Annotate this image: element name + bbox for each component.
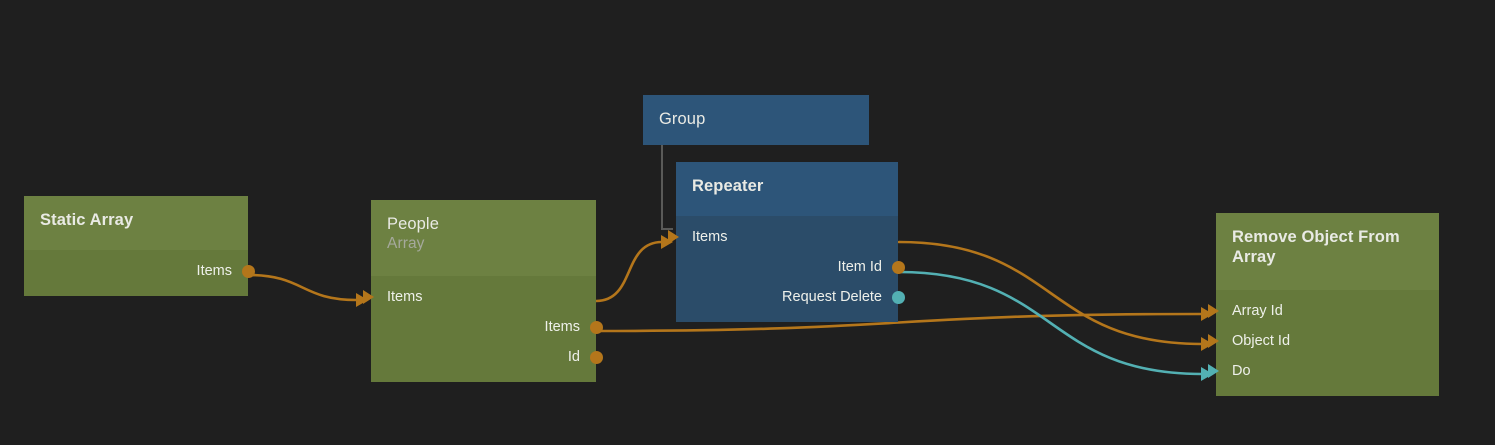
node-title-text: Group <box>659 110 706 128</box>
output-port-label: Items <box>196 263 232 279</box>
input-port-arrow-icon[interactable] <box>1208 304 1219 318</box>
output-port-dot-icon[interactable] <box>589 320 603 334</box>
output-port-row[interactable]: Id <box>371 342 603 372</box>
input-port-row[interactable]: Items <box>363 282 596 312</box>
output-port-dot-icon[interactable] <box>891 260 905 274</box>
node-title-text: Static Array <box>40 211 134 229</box>
input-port-arrow-icon[interactable] <box>363 290 374 304</box>
input-port-label: Object Id <box>1232 333 1291 349</box>
output-port-label: Id <box>567 349 580 365</box>
input-port-arrow-icon[interactable] <box>1208 364 1219 378</box>
input-port-label: Array Id <box>1232 303 1283 319</box>
output-port-row[interactable]: Items <box>371 312 603 342</box>
group-bracket <box>661 145 673 230</box>
input-port-label: Items <box>387 289 423 305</box>
input-port-label: Do <box>1232 363 1251 379</box>
wire-repeater-item-id-to-object-id[interactable] <box>897 240 1204 346</box>
input-port-row[interactable]: Array Id <box>1208 296 1439 326</box>
input-port-label: Items <box>692 229 728 245</box>
node-title-group: Group <box>643 95 869 145</box>
node-title-text: Repeater <box>692 177 764 195</box>
wire-people-items-to-repeater-items[interactable] <box>594 240 664 303</box>
node-group[interactable]: Group <box>643 95 869 145</box>
node-ports-remove-object-from-array: Array Id Object Id Do <box>1208 290 1439 396</box>
node-title-text: People <box>387 215 439 233</box>
node-title-remove-object-from-array: Remove Object From Array <box>1216 213 1439 290</box>
wire-repeater-request-delete-to-do[interactable] <box>897 270 1204 376</box>
input-port-row[interactable]: Object Id <box>1208 326 1439 356</box>
node-title-text: Remove Object From Array <box>1232 228 1400 266</box>
output-port-dot-icon[interactable] <box>241 264 255 278</box>
output-port-label: Request Delete <box>782 289 882 305</box>
node-title-repeater: Repeater <box>676 162 898 216</box>
output-port-label: Items <box>544 319 580 335</box>
output-port-dot-icon[interactable] <box>891 290 905 304</box>
input-port-arrow-icon[interactable] <box>1208 334 1219 348</box>
output-port-dot-icon[interactable] <box>589 350 603 364</box>
group-bracket-vertical <box>661 145 663 230</box>
input-port-row[interactable]: Items <box>668 222 898 252</box>
output-port-row[interactable]: Item Id <box>676 252 905 282</box>
node-subtitle-text: Array <box>387 235 425 252</box>
input-port-arrow-icon[interactable] <box>668 230 679 244</box>
node-title-static-array: Static Array <box>24 196 248 250</box>
node-ports-static-array: Items <box>24 250 255 296</box>
wire-static-items-to-people-items[interactable] <box>246 273 359 302</box>
output-port-label: Item Id <box>837 259 882 275</box>
output-port-row[interactable]: Items <box>24 256 255 286</box>
output-port-row[interactable]: Request Delete <box>676 282 905 312</box>
input-port-row[interactable]: Do <box>1208 356 1439 386</box>
